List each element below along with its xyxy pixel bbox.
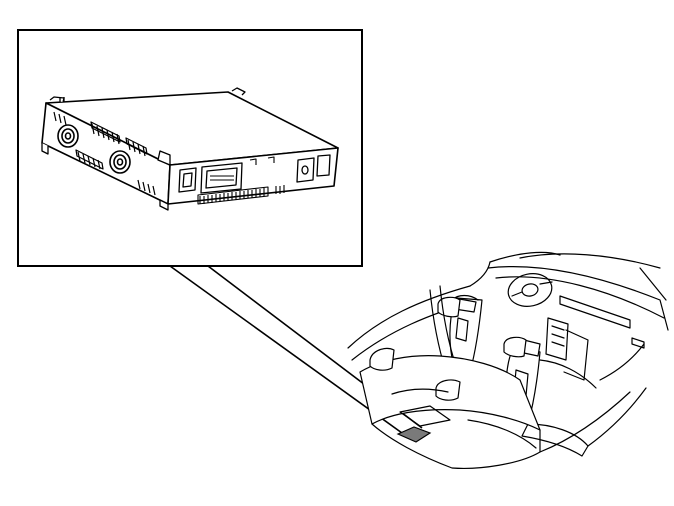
control-module-icon — [41, 87, 339, 211]
leader-line-left — [169, 265, 403, 434]
module-side-vents — [197, 156, 285, 205]
head-restraint-rear-centre — [435, 379, 461, 401]
windshield-top-left — [489, 251, 561, 263]
head-restraint-rear-left — [369, 347, 395, 371]
module-corner-tabs — [41, 143, 171, 211]
module-front-vents-lower — [75, 149, 156, 196]
car-interior-icon — [347, 251, 669, 469]
center-console — [545, 317, 569, 361]
module-side-connectors — [178, 154, 331, 194]
windshield-top — [519, 253, 661, 269]
antenna-connector-1 — [57, 124, 79, 148]
door-sill-line — [347, 285, 471, 349]
head-restraint-front-right — [503, 336, 527, 358]
steering-wheel — [507, 273, 553, 307]
module-top-tabs — [49, 87, 246, 103]
rear-armrest-panel — [399, 405, 451, 427]
rear-bench-seat — [359, 347, 541, 469]
module-front-vents-upper — [53, 111, 148, 157]
antenna-connector-2 — [109, 150, 131, 174]
dash-vent — [559, 295, 631, 329]
dashboard-top — [487, 266, 669, 331]
module-location-marker-icon — [396, 426, 432, 443]
